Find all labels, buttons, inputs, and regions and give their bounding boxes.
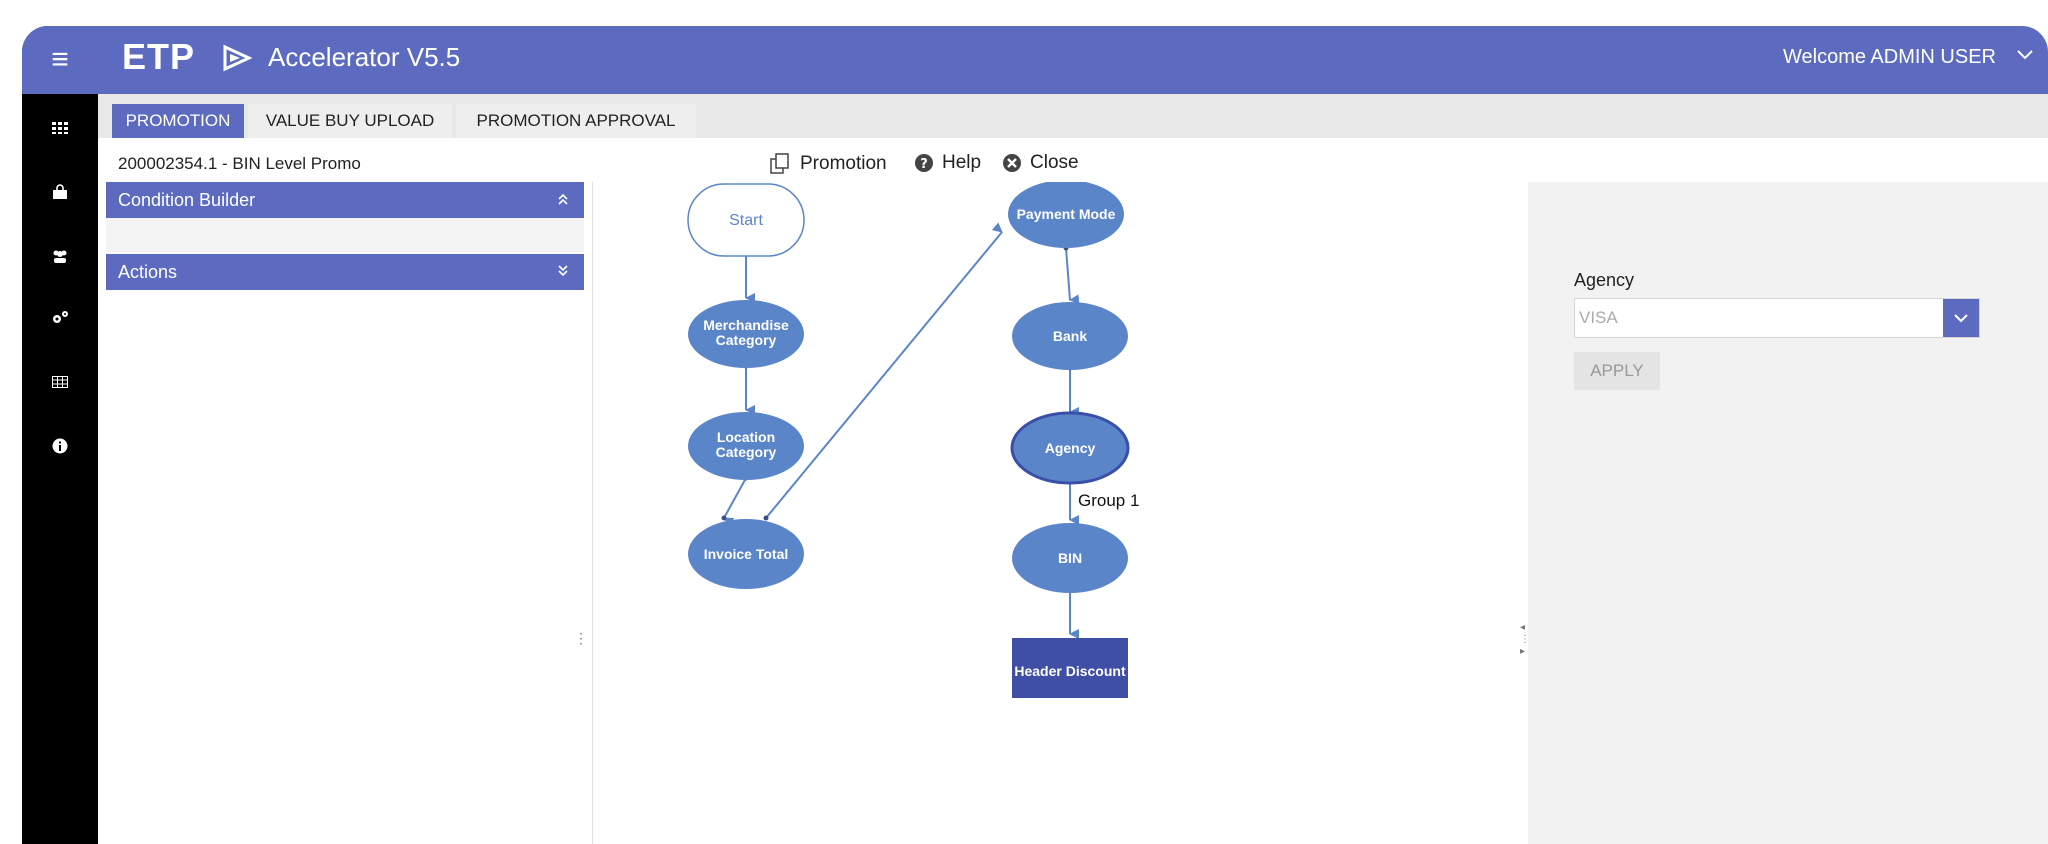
logo-arrow-icon bbox=[223, 44, 252, 72]
node-location-category[interactable]: Location Category bbox=[688, 412, 804, 480]
edge-invoice-payment bbox=[765, 222, 1003, 519]
help-label: Help bbox=[942, 152, 982, 173]
settings-gears-icon[interactable] bbox=[22, 298, 98, 338]
node-bin[interactable]: BIN bbox=[1012, 523, 1128, 593]
edge-payment-bank bbox=[1065, 247, 1080, 305]
promotion-label: Promotion bbox=[800, 153, 887, 174]
promo-title: 200002354.1 - BIN Level Promo bbox=[118, 154, 361, 173]
copy-icon bbox=[770, 153, 789, 174]
flow-canvas[interactable]: Start Merchandise Category Location Cate… bbox=[592, 180, 1530, 844]
node-start-label: Start bbox=[729, 212, 763, 229]
condition-builder-label: Condition Builder bbox=[118, 190, 256, 210]
node-bank[interactable]: Bank bbox=[1012, 302, 1128, 370]
node-invoice-total[interactable]: Invoice Total bbox=[688, 519, 804, 589]
tab-promotion[interactable]: PROMOTION bbox=[112, 104, 244, 138]
tab-strip: PROMOTION VALUE BUY UPLOAD PROMOTION APP… bbox=[98, 94, 2048, 138]
edge-loc-invoice bbox=[723, 477, 747, 527]
actions-header[interactable]: Actions bbox=[106, 254, 584, 290]
agency-field-label: Agency bbox=[1574, 270, 1635, 290]
node-loc-label-line1: Location bbox=[717, 429, 775, 445]
tab-promotion-approval[interactable]: PROMOTION APPROVAL bbox=[456, 104, 696, 138]
node-merchandise-category[interactable]: Merchandise Category bbox=[688, 300, 804, 368]
flow-diagram: Start Merchandise Category Location Cate… bbox=[687, 180, 1139, 698]
node-loc-label-line2: Category bbox=[716, 444, 777, 460]
agency-dropdown-button[interactable] bbox=[1943, 299, 1979, 337]
shopping-bag-icon[interactable] bbox=[22, 172, 98, 212]
close-label: Close bbox=[1030, 152, 1079, 173]
condition-builder-body bbox=[106, 218, 584, 252]
close-icon bbox=[1003, 154, 1021, 172]
apps-grid-icon[interactable] bbox=[22, 108, 98, 148]
left-panel: Condition Builder Actions ⋮ bbox=[98, 182, 593, 844]
node-merch-label-line2: Category bbox=[716, 332, 777, 348]
node-start[interactable]: Start bbox=[687, 183, 805, 257]
right-panel: Agency VISA APPLY bbox=[1528, 182, 2048, 844]
app-title: Accelerator V5.5 bbox=[268, 42, 461, 72]
node-payment-mode[interactable]: Payment Mode bbox=[1008, 180, 1124, 248]
node-agency[interactable]: Agency bbox=[1010, 411, 1130, 485]
menu-icon[interactable]: ≡ bbox=[22, 26, 98, 94]
chevron-double-up-icon[interactable] bbox=[556, 182, 570, 218]
side-rail: ≡ bbox=[22, 26, 98, 844]
node-bin-label: BIN bbox=[1058, 550, 1082, 566]
promotion-link[interactable]: Promotion bbox=[768, 152, 887, 176]
left-splitter-handle[interactable]: ⋮ bbox=[574, 630, 588, 646]
help-icon: ? bbox=[915, 154, 933, 172]
table-icon[interactable] bbox=[22, 362, 98, 402]
node-bank-label: Bank bbox=[1053, 328, 1087, 344]
node-header-discount[interactable]: Header Discount bbox=[1012, 638, 1128, 698]
svg-text:?: ? bbox=[920, 157, 928, 172]
node-agency-label: Agency bbox=[1045, 440, 1096, 456]
node-merch-label-line1: Merchandise bbox=[703, 317, 789, 333]
app-logo: ETP bbox=[122, 36, 196, 77]
welcome-user-menu[interactable]: Welcome ADMIN USER bbox=[1782, 46, 1996, 68]
close-link[interactable]: Close bbox=[1002, 152, 1079, 174]
node-invoice-label: Invoice Total bbox=[704, 546, 789, 562]
chevron-down-icon bbox=[1954, 314, 1968, 323]
apply-button[interactable]: APPLY bbox=[1574, 352, 1660, 390]
right-splitter-handle[interactable]: ◂⋮▸ bbox=[1520, 622, 1530, 657]
group-label: Group 1 bbox=[1078, 491, 1139, 510]
users-icon[interactable] bbox=[22, 236, 98, 276]
node-header-label: Header Discount bbox=[1014, 663, 1126, 679]
node-payment-label: Payment Mode bbox=[1017, 206, 1116, 222]
app-window: ≡ ETP Accelerator V5.5 Welcome ADMIN USE… bbox=[22, 26, 2048, 844]
chevron-down-icon[interactable] bbox=[2016, 48, 2034, 62]
agency-select-value: VISA bbox=[1579, 308, 1618, 327]
tab-value-buy-upload[interactable]: VALUE BUY UPLOAD bbox=[248, 104, 452, 138]
info-icon[interactable] bbox=[22, 426, 98, 466]
chevron-double-down-icon[interactable] bbox=[556, 254, 570, 290]
condition-builder-header[interactable]: Condition Builder bbox=[106, 182, 584, 218]
agency-select[interactable]: VISA bbox=[1574, 298, 1980, 338]
actions-label: Actions bbox=[118, 262, 178, 282]
help-link[interactable]: ? Help bbox=[914, 152, 981, 174]
top-bar: ETP Accelerator V5.5 Welcome ADMIN USER bbox=[98, 26, 2048, 94]
